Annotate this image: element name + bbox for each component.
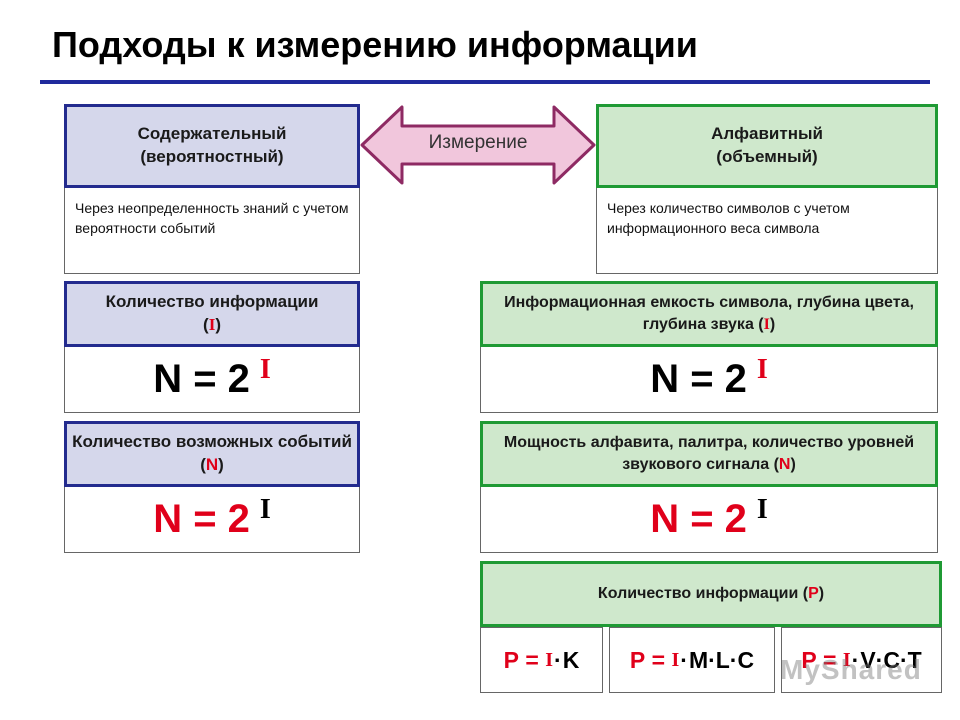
- formula-p: P: [629, 646, 646, 673]
- label-main: Количество информации: [597, 585, 799, 603]
- formula-p: P: [801, 646, 817, 673]
- left-formula-2-box: N = 2 I: [64, 487, 360, 553]
- formula: N = 2 I: [153, 354, 271, 402]
- formula: N = 2 I: [153, 494, 271, 542]
- formula-rest: K: [562, 646, 580, 673]
- label-var: N: [205, 455, 219, 474]
- right-header-line2: (объемный): [716, 147, 818, 166]
- right-info-quantity-header: Количество информации (P): [480, 561, 942, 627]
- formula-exponent: I: [259, 354, 271, 385]
- left-events-header: Количество возможных событий (N): [64, 421, 360, 487]
- formula-base: N = 2: [650, 357, 747, 401]
- label-main: Информационная емкость символа, глубина …: [504, 294, 914, 333]
- left-info-quantity-header: Количество информации (I): [64, 281, 360, 347]
- label-var: N: [778, 456, 791, 473]
- formula-base: N = 2: [153, 357, 250, 401]
- label-main: Количество информации: [105, 292, 319, 312]
- formula-exponent: I: [259, 494, 271, 525]
- right-approach-header: Алфавитный (объемный): [596, 104, 938, 188]
- formula-eq: =: [519, 646, 546, 673]
- formula-cell-k: P = I·K: [480, 627, 603, 693]
- left-header-line1: Содержательный: [137, 124, 287, 144]
- right-header-line1: Алфавитный: [711, 124, 823, 144]
- label-main: Количество возможных событий: [72, 432, 352, 452]
- formula: N = 2 I: [650, 354, 768, 402]
- formula-eq: =: [816, 646, 843, 673]
- formula-base: N = 2: [153, 497, 250, 541]
- formula: N = 2 I: [650, 494, 768, 542]
- page-title: Подходы к измерению информации: [52, 24, 698, 65]
- label-var: I: [208, 315, 216, 334]
- right-symbol-capacity-header: Информационная емкость символа, глубина …: [480, 281, 938, 347]
- label-var: P: [808, 585, 819, 603]
- formula-i: I: [545, 648, 554, 671]
- left-header-line2: (вероятностный): [140, 147, 284, 166]
- formula-cell-vct: P = I·V·C·T: [781, 627, 942, 693]
- left-approach-header: Содержательный (вероятностный): [64, 104, 360, 188]
- formula-p: P: [503, 646, 520, 673]
- right-formula-1-box: N = 2 I: [480, 347, 938, 413]
- formula-eq: =: [645, 646, 672, 673]
- left-formula-1-box: N = 2 I: [64, 347, 360, 413]
- formula-i: I: [842, 648, 851, 671]
- formula-rest: M·L·C: [688, 646, 755, 673]
- double-arrow-icon: [360, 105, 596, 185]
- formula-cell-mlc: P = I·M·L·C: [609, 627, 775, 693]
- left-description: Через неопределенность знаний с учетом в…: [64, 188, 360, 274]
- formula-base: N = 2: [650, 497, 747, 541]
- right-description: Через количество символов с учетом инфор…: [596, 188, 938, 274]
- label-main: Мощность алфавита, палитра, количество у…: [503, 434, 915, 473]
- formula-exponent: I: [756, 494, 768, 525]
- formula-exponent: I: [756, 354, 768, 385]
- formula-i: I: [671, 648, 680, 671]
- title-underline: [40, 80, 930, 84]
- right-alphabet-power-header: Мощность алфавита, палитра, количество у…: [480, 421, 938, 487]
- watermark-logo: MyShared: [780, 654, 922, 685]
- right-formula-2-box: N = 2 I: [480, 487, 938, 553]
- formula-rest: V·C·T: [860, 646, 922, 673]
- arrow-label: Измерение: [428, 132, 528, 153]
- label-var: I: [763, 316, 770, 333]
